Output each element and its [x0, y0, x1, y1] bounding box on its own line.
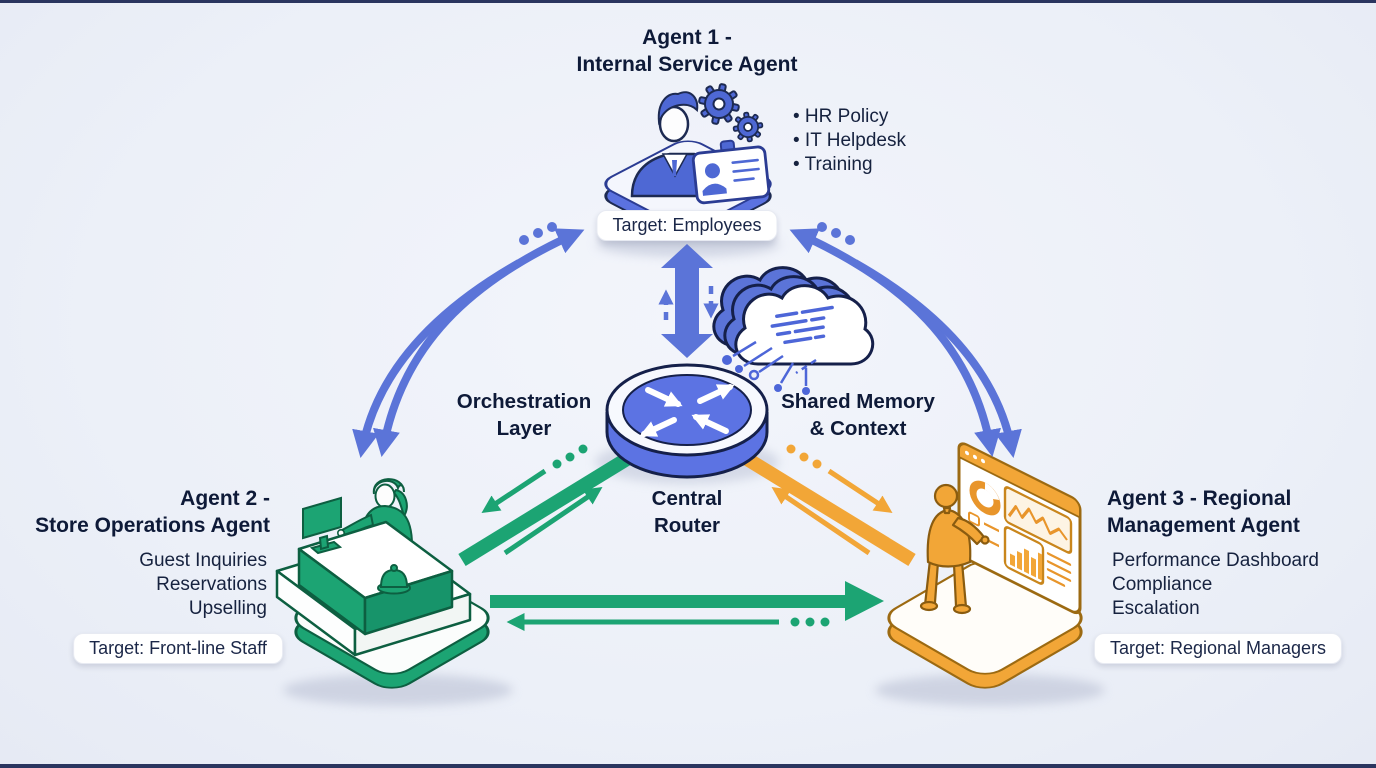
agent1-capabilities: • HR Policy • IT Helpdesk • Training — [793, 105, 906, 177]
agent1-title-line1: Agent 1 - — [642, 26, 732, 49]
orange-band-router-agent3 — [722, 440, 916, 566]
green-thin-arrows — [481, 444, 603, 556]
agent2-title: Agent 2 - Store Operations Agent — [0, 485, 270, 539]
monitor-icon — [302, 496, 343, 555]
agent2-capability-item: Guest Inquiries — [139, 550, 267, 571]
agent3-capability-item: Compliance — [1112, 574, 1213, 595]
agent3-title-line1: Agent 3 - Regional — [1107, 487, 1292, 510]
agent2-capability-item: Reservations — [156, 574, 267, 595]
top-border — [0, 0, 1376, 3]
bottom-border — [0, 764, 1376, 768]
blue-arrow-agent1-router — [658, 244, 719, 358]
agent1-capability-item: • HR Policy — [793, 106, 889, 127]
agent3-capabilities: Performance Dashboard Compliance Escalat… — [1112, 549, 1319, 621]
orchestration-layer-label: Orchestration Layer — [456, 390, 592, 440]
agent1-capability-item: • IT Helpdesk — [793, 130, 906, 151]
gears-icon — [698, 83, 764, 143]
agent2-title-line2: Store Operations Agent — [35, 514, 270, 537]
blue-arrows-agent1-agent2 — [352, 222, 585, 459]
orange-thin-arrows — [771, 444, 893, 556]
reception-desk-icon — [275, 520, 472, 657]
green-arrows-agent2-agent3 — [490, 581, 884, 631]
shared-memory-label: Shared Memory & Context — [781, 390, 935, 440]
agent3-platform-shadow — [875, 674, 1105, 706]
agent1-capability-item: • Training — [793, 154, 873, 175]
id-card-icon — [691, 139, 771, 205]
agent1-title-line2: Internal Service Agent — [576, 53, 798, 76]
thick-right-arrow — [490, 581, 884, 621]
blue-arrows-agent1-agent3 — [789, 222, 1022, 459]
agent2-target-badge: Target: Front-line Staff — [73, 633, 283, 664]
agent3-title: Agent 3 - Regional Management Agent — [1107, 485, 1376, 539]
router-icon — [605, 363, 769, 479]
agent2-capabilities: Guest Inquiries Reservations Upselling — [0, 549, 267, 621]
green-band-router-agent2 — [458, 440, 652, 566]
agent1-target-badge: Target: Employees — [596, 210, 778, 241]
agent3-capability-item: Escalation — [1112, 598, 1200, 619]
agent2-platform-shadow — [283, 674, 513, 706]
agent3-capability-item: Performance Dashboard — [1112, 550, 1319, 571]
agent1-title: Agent 1 - Internal Service Agent — [577, 24, 798, 78]
circuit-lines — [722, 340, 817, 395]
agent2-capability-item: Upselling — [188, 598, 267, 619]
agent3-target-badge: Target: Regional Managers — [1093, 633, 1343, 664]
dashboard-screen-icon — [957, 442, 1082, 615]
agent3-title-line2: Management Agent — [1107, 514, 1300, 537]
cloud-icon — [712, 266, 875, 395]
agent2-title-line1: Agent 2 - — [180, 487, 270, 510]
service-bell-icon — [377, 564, 411, 595]
central-router-label: Central Router — [651, 487, 723, 537]
manager-icon — [919, 483, 990, 615]
